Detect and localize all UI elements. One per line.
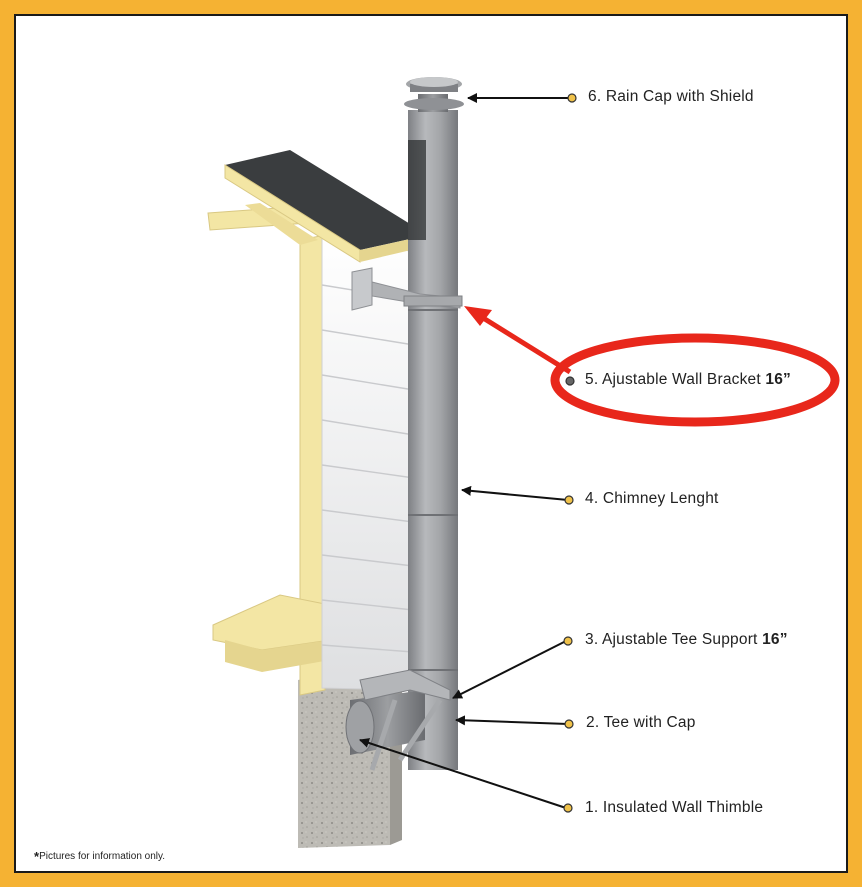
arrow-wall-thimble bbox=[359, 738, 567, 809]
callout-number: 2. bbox=[586, 714, 600, 731]
dot-tee-support bbox=[563, 636, 573, 646]
arrow-chimney-length bbox=[461, 485, 569, 501]
rain-cap-shape bbox=[404, 77, 464, 112]
callout-wall-bracket: 5. Ajustable Wall Bracket 16” bbox=[585, 371, 791, 389]
callout-number: 3. bbox=[585, 631, 599, 648]
arrow-head-wall-bracket bbox=[464, 306, 492, 326]
callout-wall-thimble: 1. Insulated Wall Thimble bbox=[585, 799, 763, 817]
dot-wall-bracket bbox=[565, 376, 575, 386]
callout-dots bbox=[563, 93, 577, 813]
arrow-wall-bracket bbox=[478, 313, 572, 375]
callout-number: 5. bbox=[585, 371, 599, 388]
highlight-ellipse bbox=[550, 333, 840, 427]
dot-tee-cap bbox=[564, 719, 574, 729]
callout-tee-support: 3. Ajustable Tee Support 16” bbox=[585, 631, 788, 649]
callout-number: 4. bbox=[585, 490, 599, 507]
chimney-pipe bbox=[408, 110, 458, 770]
callout-size: 16” bbox=[762, 631, 788, 648]
callout-text: Insulated Wall Thimble bbox=[602, 799, 764, 816]
footnote-marker: * bbox=[34, 849, 40, 864]
arrow-tee-cap bbox=[455, 715, 569, 726]
dot-chimney-length bbox=[564, 495, 574, 505]
callout-rain-cap: 6. Rain Cap with Shield bbox=[588, 88, 754, 106]
bracket-highlight bbox=[464, 306, 840, 427]
callout-text: Ajustable Tee Support bbox=[601, 631, 758, 648]
arrow-tee-support bbox=[452, 640, 567, 699]
callout-chimney-length: 4. Chimney Lenght bbox=[585, 490, 719, 508]
wall-bracket-shape bbox=[351, 267, 463, 311]
dot-rain-cap bbox=[567, 93, 577, 103]
callout-text: Tee with Cap bbox=[603, 714, 696, 731]
callout-text: Ajustable Wall Bracket bbox=[601, 371, 761, 388]
callout-tee-cap: 2. Tee with Cap bbox=[586, 714, 696, 732]
callout-text: Chimney Lenght bbox=[602, 490, 719, 507]
callout-number: 6. bbox=[588, 88, 602, 105]
callout-number: 1. bbox=[585, 799, 599, 816]
footnote: *Pictures for information only. bbox=[34, 849, 165, 864]
callout-size: 16” bbox=[765, 371, 791, 388]
dot-wall-thimble bbox=[563, 803, 573, 813]
wall-framing bbox=[207, 203, 331, 696]
callout-arrows bbox=[359, 93, 570, 809]
callout-text: Rain Cap with Shield bbox=[605, 88, 754, 105]
footnote-text: Pictures for information only. bbox=[39, 851, 166, 862]
